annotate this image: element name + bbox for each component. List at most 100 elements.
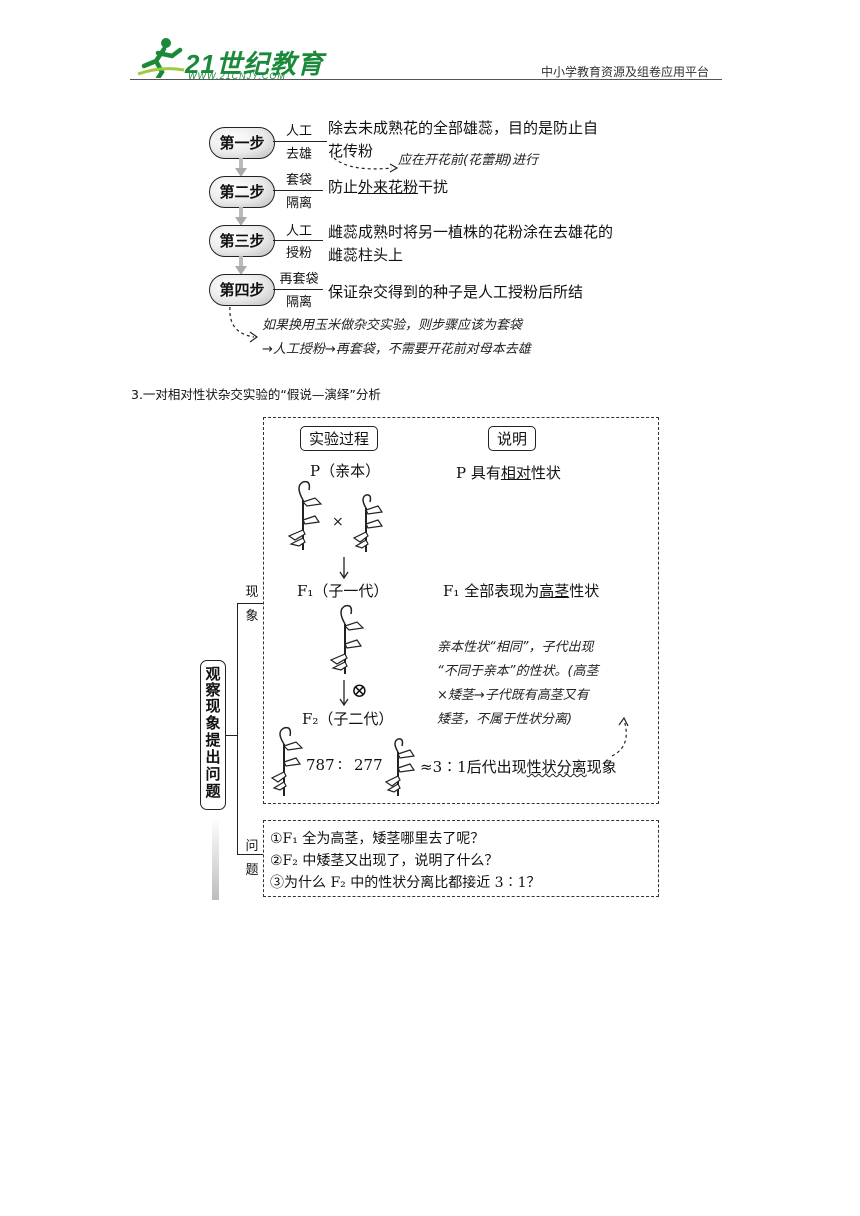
vertical-title-char: 提 — [205, 731, 221, 749]
step-1-pill: 第一步 — [209, 127, 275, 159]
step-arrow-1 — [239, 158, 243, 170]
step-1-note-arrow-icon — [333, 157, 399, 173]
p-explain: P 具有相对性状 — [456, 462, 561, 483]
ratio-short-count: 277 — [354, 756, 383, 774]
section-title: 3.一对相对性状杂交实验的“假说—演绎”分析 — [131, 387, 381, 402]
p-explain-underline: 相对 — [500, 464, 531, 482]
step-1-desc-line-1: 除去未成熟花的全部雄蕊，目的是防止自 — [328, 119, 599, 137]
down-arrow-icon-2 — [339, 680, 349, 706]
short-pea-plant-icon — [352, 494, 384, 552]
step-arrow-2 — [239, 207, 243, 219]
vertical-title-char: 问 — [205, 765, 221, 783]
step-1-top: 人工 — [285, 124, 312, 139]
step-arrow-1-head — [235, 168, 247, 177]
f2-explain-post: 现象 — [586, 758, 617, 776]
ratio-tall-count: 787 — [306, 756, 335, 774]
col-explain-label: 说明 — [488, 426, 537, 451]
step-1-line — [273, 141, 323, 142]
question-1: ①F₁ 全为高茎，矮茎哪里去了呢？ — [270, 831, 485, 847]
f2-explain-wavy: 性状分离 — [526, 758, 587, 776]
vertical-title-box: 观 察 现 象 提 出 问 题 — [200, 660, 226, 810]
header-divider — [130, 79, 722, 80]
vertical-title-char: 象 — [205, 714, 221, 732]
self-pollination-symbol: ⊗ — [351, 678, 368, 702]
step-1-note: 应在开花前(花蕾期)进行 — [398, 153, 539, 168]
step-2-desc-pre: 防止 — [328, 178, 359, 196]
phenomenon-char-2: 象 — [245, 609, 259, 624]
questions-box — [263, 820, 659, 897]
f2-short-pea-plant-icon — [384, 738, 416, 796]
step-2-bottom: 隔离 — [285, 196, 312, 211]
f1-explain: F₁ 全部表现为高茎性状 — [443, 580, 599, 601]
step-2-line — [273, 190, 323, 191]
decorative-gray-bar — [212, 818, 219, 900]
f1-pea-plant-icon — [329, 604, 365, 674]
step-4-bottom: 隔离 — [285, 295, 312, 310]
p-label: P（亲本） — [310, 462, 381, 480]
question-char-1: 问 — [245, 839, 259, 854]
vertical-title-char: 现 — [205, 697, 221, 715]
phenomenon-box — [263, 417, 659, 804]
question-2: ②F₂ 中矮茎又出现了，说明了什么？ — [270, 853, 499, 869]
step-1-connector — [323, 141, 327, 142]
step-2-desc-underline: 外来花粉 — [358, 178, 419, 196]
p-explain-pre: P 具有 — [456, 464, 501, 482]
f1-explain-underline: 高茎 — [539, 582, 570, 600]
vertical-title-char: 观 — [205, 665, 221, 683]
p-explain-post: 性状 — [530, 464, 561, 482]
step-1-desc-line-2: 花传粉 — [328, 142, 374, 160]
f1-explain-pre: F₁ 全部表现为 — [443, 582, 540, 600]
vertical-title-char: 题 — [205, 782, 221, 800]
hand-note-line-3: ×矮茎→子代既有高茎又有 — [437, 688, 589, 703]
logo-url: WWW.21CNJY.COM — [188, 71, 286, 81]
step-3-desc-line-2: 雌蕊柱头上 — [328, 246, 404, 264]
logo-text: 21世纪教育 — [185, 49, 324, 79]
hand-note-line-1: 亲本性状“相同”，子代出现 — [437, 640, 594, 655]
step-2-desc-post: 干扰 — [418, 178, 449, 196]
step-1-bottom: 去雄 — [285, 147, 312, 162]
runner-logo-icon — [136, 36, 186, 81]
tall-pea-plant-icon — [287, 480, 323, 550]
step-4-top: 再套袋 — [279, 272, 319, 287]
step-3-top: 人工 — [285, 224, 312, 239]
bracket-bottom-branch — [237, 854, 263, 856]
corn-note-arrow-icon — [229, 306, 259, 343]
bracket-top-branch — [237, 603, 263, 605]
step-4-pill: 第四步 — [209, 274, 275, 306]
vertical-title-char: 出 — [205, 748, 221, 766]
down-arrow-icon — [339, 557, 349, 579]
corn-note-line-1: 如果换用玉米做杂交实验，则步骤应该为套袋 — [262, 318, 523, 333]
step-3-line — [273, 240, 323, 241]
hand-note-line-4: 矮茎，不属于性状分离) — [437, 712, 573, 727]
f1-label: F₁（子一代） — [297, 582, 389, 600]
col-process-label: 实验过程 — [300, 426, 379, 451]
hand-note-line-2: “不同于亲本”的性状。(高茎 — [437, 664, 599, 679]
bracket-vertical — [237, 603, 238, 854]
bracket-stem — [226, 735, 237, 737]
question-3: ③为什么 F₂ 中的性状分离比都接近 3∶1？ — [270, 875, 541, 891]
f2-explain-pre: ≈3∶1后代出现 — [420, 758, 527, 776]
step-2-desc: 防止外来花粉干扰 — [328, 175, 448, 199]
f2-tall-pea-plant-icon — [270, 726, 304, 796]
f1-explain-post: 性状 — [569, 582, 600, 600]
step-3-desc-line-1: 雌蕊成熟时将另一植株的花粉涂在去雄花的 — [328, 223, 614, 241]
corn-note-line-2: →人工授粉→再套袋，不需要开花前对母本去雄 — [262, 342, 531, 357]
f2-label: F₂（子二代） — [302, 710, 394, 728]
step-arrow-3 — [239, 256, 243, 268]
step-2-top: 套袋 — [285, 173, 312, 188]
question-char-2: 题 — [245, 863, 259, 878]
ratio-colon: ∶ — [338, 756, 342, 774]
step-arrow-3-head — [235, 266, 247, 275]
vertical-title-char: 察 — [205, 681, 221, 699]
header-slogan: 中小学教育资源及组卷应用平台 — [541, 65, 710, 79]
step-3-pill: 第三步 — [209, 225, 275, 257]
step-4-line — [273, 289, 323, 290]
step-arrow-2-head — [235, 217, 247, 226]
cross-symbol: × — [332, 514, 344, 530]
phenomenon-char-1: 现 — [245, 585, 259, 600]
f2-explain: ≈3∶1后代出现性状分离现象 — [420, 756, 617, 777]
step-2-pill: 第二步 — [209, 176, 275, 208]
step-3-bottom: 授粉 — [285, 246, 312, 261]
hand-note-arrow-icon — [611, 716, 629, 757]
step-4-desc: 保证杂交得到的种子是人工授粉后所结 — [328, 283, 584, 301]
